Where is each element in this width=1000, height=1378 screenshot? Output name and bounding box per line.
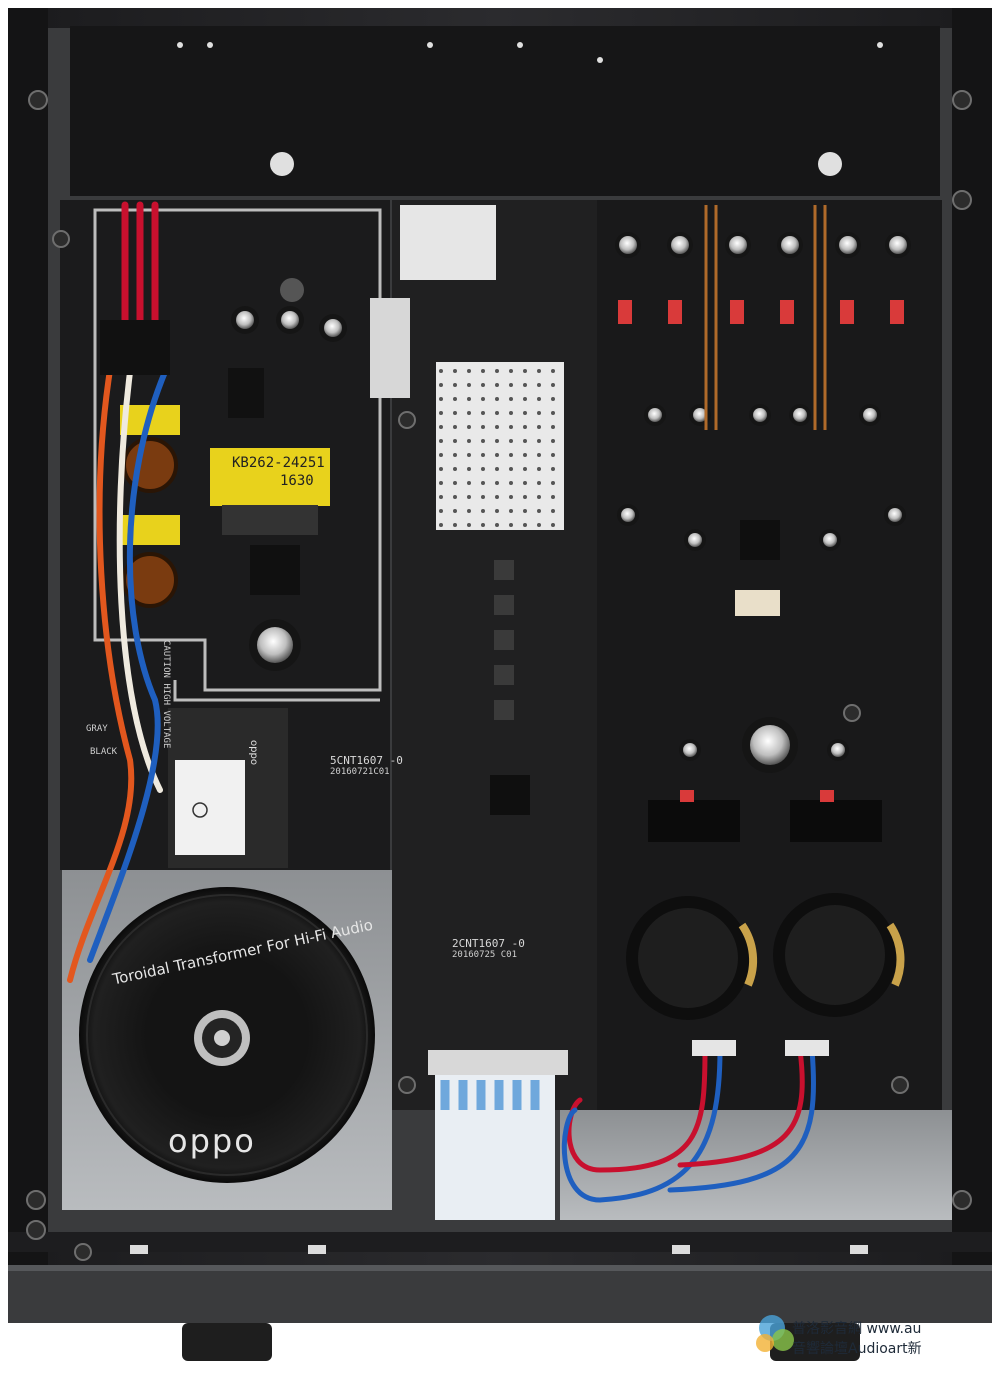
wire-gray-label: GRAY xyxy=(86,724,108,734)
digital-board xyxy=(392,200,597,1110)
watermark-line1: 普洛影音網 www.au xyxy=(792,1321,922,1337)
smps-label-line2: 1630 xyxy=(280,473,314,489)
caution-label: CAUTION HIGH VOLTAGE xyxy=(161,640,171,749)
smps-transformer xyxy=(210,448,330,506)
board1-date: 20160721C01 xyxy=(330,767,390,777)
board2-date: 20160725 C01 xyxy=(452,950,518,960)
module-brand: oppo xyxy=(248,740,259,765)
board2-label: 2CNT1607 -0 xyxy=(452,937,525,950)
front-panel xyxy=(8,1265,992,1323)
smps-label-line1: KB262-24251 xyxy=(232,455,325,471)
wire-black-label: BLACK xyxy=(90,747,118,757)
foot-right xyxy=(770,1323,860,1361)
foot-left xyxy=(182,1323,272,1361)
filter-capacitors xyxy=(626,893,905,1020)
watermark-line2: 音響論壇Audioart新 xyxy=(792,1341,922,1357)
transformer-brand: oppo xyxy=(168,1122,256,1160)
toroidal-transformer xyxy=(79,887,375,1183)
input-board xyxy=(70,26,940,196)
board1-label: 5CNT1607 -0 xyxy=(330,754,403,767)
perforated-shield xyxy=(436,362,564,530)
